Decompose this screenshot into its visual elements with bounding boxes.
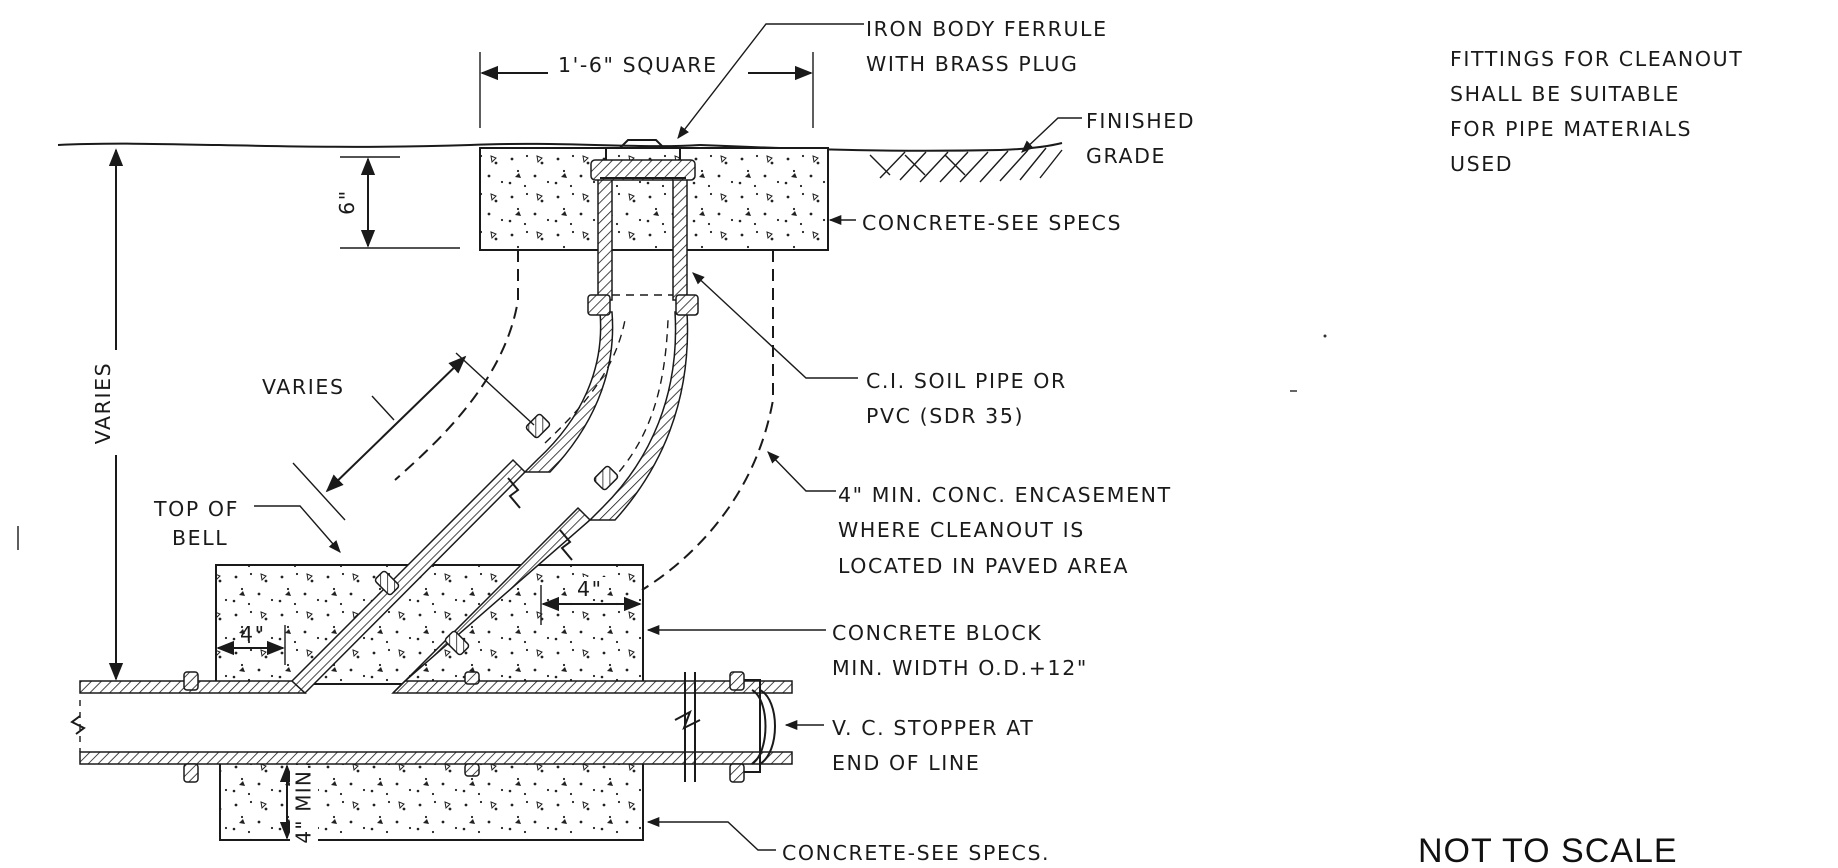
scan-speck — [1323, 334, 1327, 338]
label-topbell-line2: BELL — [172, 526, 228, 550]
dimension-four-left: 4" — [216, 622, 286, 665]
label-finished-line2: GRADE — [1086, 144, 1166, 168]
label-varies-diagonal: VARIES — [262, 375, 345, 399]
label-soil-line2: PVC (SDR 35) — [866, 404, 1024, 428]
leader-concrete-block: CONCRETE BLOCK MIN. WIDTH O.D.+12" — [646, 621, 1088, 680]
dimension-four-right: 4" — [540, 577, 642, 625]
label-four-left: 4" — [240, 622, 266, 646]
bottom-concrete-cradle — [219, 755, 644, 841]
label-block-line1: CONCRETE BLOCK — [832, 621, 1042, 645]
bend-fitting — [523, 311, 689, 521]
leader-concrete-top: CONCRETE-SEE SPECS — [828, 211, 1122, 235]
note-fittings-line1: FITTINGS FOR CLEANOUT — [1450, 47, 1743, 71]
dimension-varies-diagonal: VARIES — [262, 352, 535, 521]
dimension-six-inch: 6" — [335, 156, 460, 249]
label-varies-vertical: VARIES — [91, 362, 115, 445]
leader-encasement: 4" MIN. CONC. ENCASEMENT WHERE CLEANOUT … — [767, 451, 1172, 578]
encasement-outline — [394, 250, 774, 591]
leader-ferrule: IRON BODY FERRULE WITH BRASS PLUG — [677, 17, 1108, 139]
label-soil-line1: C.I. SOIL PIPE OR — [866, 369, 1067, 393]
dimension-four-min: 4" MIN. — [279, 762, 318, 845]
leader-soil-pipe: C.I. SOIL PIPE OR PVC (SDR 35) — [692, 272, 1067, 428]
label-four-min: 4" MIN. — [292, 762, 316, 843]
dimension-square: 1'-6" SQUARE — [479, 52, 814, 128]
label-stopper-line2: END OF LINE — [832, 751, 980, 775]
label-ferrule-line2: WITH BRASS PLUG — [866, 52, 1078, 76]
label-encase-line2: WHERE CLEANOUT IS — [838, 518, 1085, 542]
leader-concrete-bottom: CONCRETE-SEE SPECS. — [646, 816, 1050, 865]
fittings-note: FITTINGS FOR CLEANOUT SHALL BE SUITABLE … — [1450, 47, 1743, 176]
label-encase-line3: LOCATED IN PAVED AREA — [838, 554, 1129, 578]
leader-stopper: V. C. STOPPER AT END OF LINE — [784, 716, 1034, 775]
dimension-varies-vertical: VARIES — [91, 148, 132, 681]
label-six-inch: 6" — [335, 189, 359, 215]
leader-top-of-bell: TOP OF BELL — [153, 497, 341, 553]
label-block-line2: MIN. WIDTH O.D.+12" — [832, 656, 1088, 680]
label-concrete-bottom: CONCRETE-SEE SPECS. — [782, 841, 1050, 865]
leader-finished-grade: FINISHED GRADE — [1021, 109, 1195, 168]
label-concrete-top: CONCRETE-SEE SPECS — [862, 211, 1122, 235]
label-square: 1'-6" SQUARE — [558, 53, 718, 77]
note-fittings-line3: FOR PIPE MATERIALS — [1450, 117, 1692, 141]
label-encase-line1: 4" MIN. CONC. ENCASEMENT — [838, 483, 1172, 507]
label-stopper-line1: V. C. STOPPER AT — [832, 716, 1034, 740]
label-finished-line1: FINISHED — [1086, 109, 1195, 133]
note-fittings-line4: USED — [1450, 152, 1513, 176]
label-topbell-line1: TOP OF — [153, 497, 239, 521]
concrete-thrust-block — [215, 564, 644, 685]
cleanout-riser — [587, 139, 699, 316]
scale-note: NOT TO SCALE — [1418, 832, 1678, 868]
label-four-right: 4" — [577, 577, 603, 601]
label-ferrule-line1: IRON BODY FERRULE — [866, 17, 1108, 41]
note-fittings-line2: SHALL BE SUITABLE — [1450, 82, 1680, 106]
